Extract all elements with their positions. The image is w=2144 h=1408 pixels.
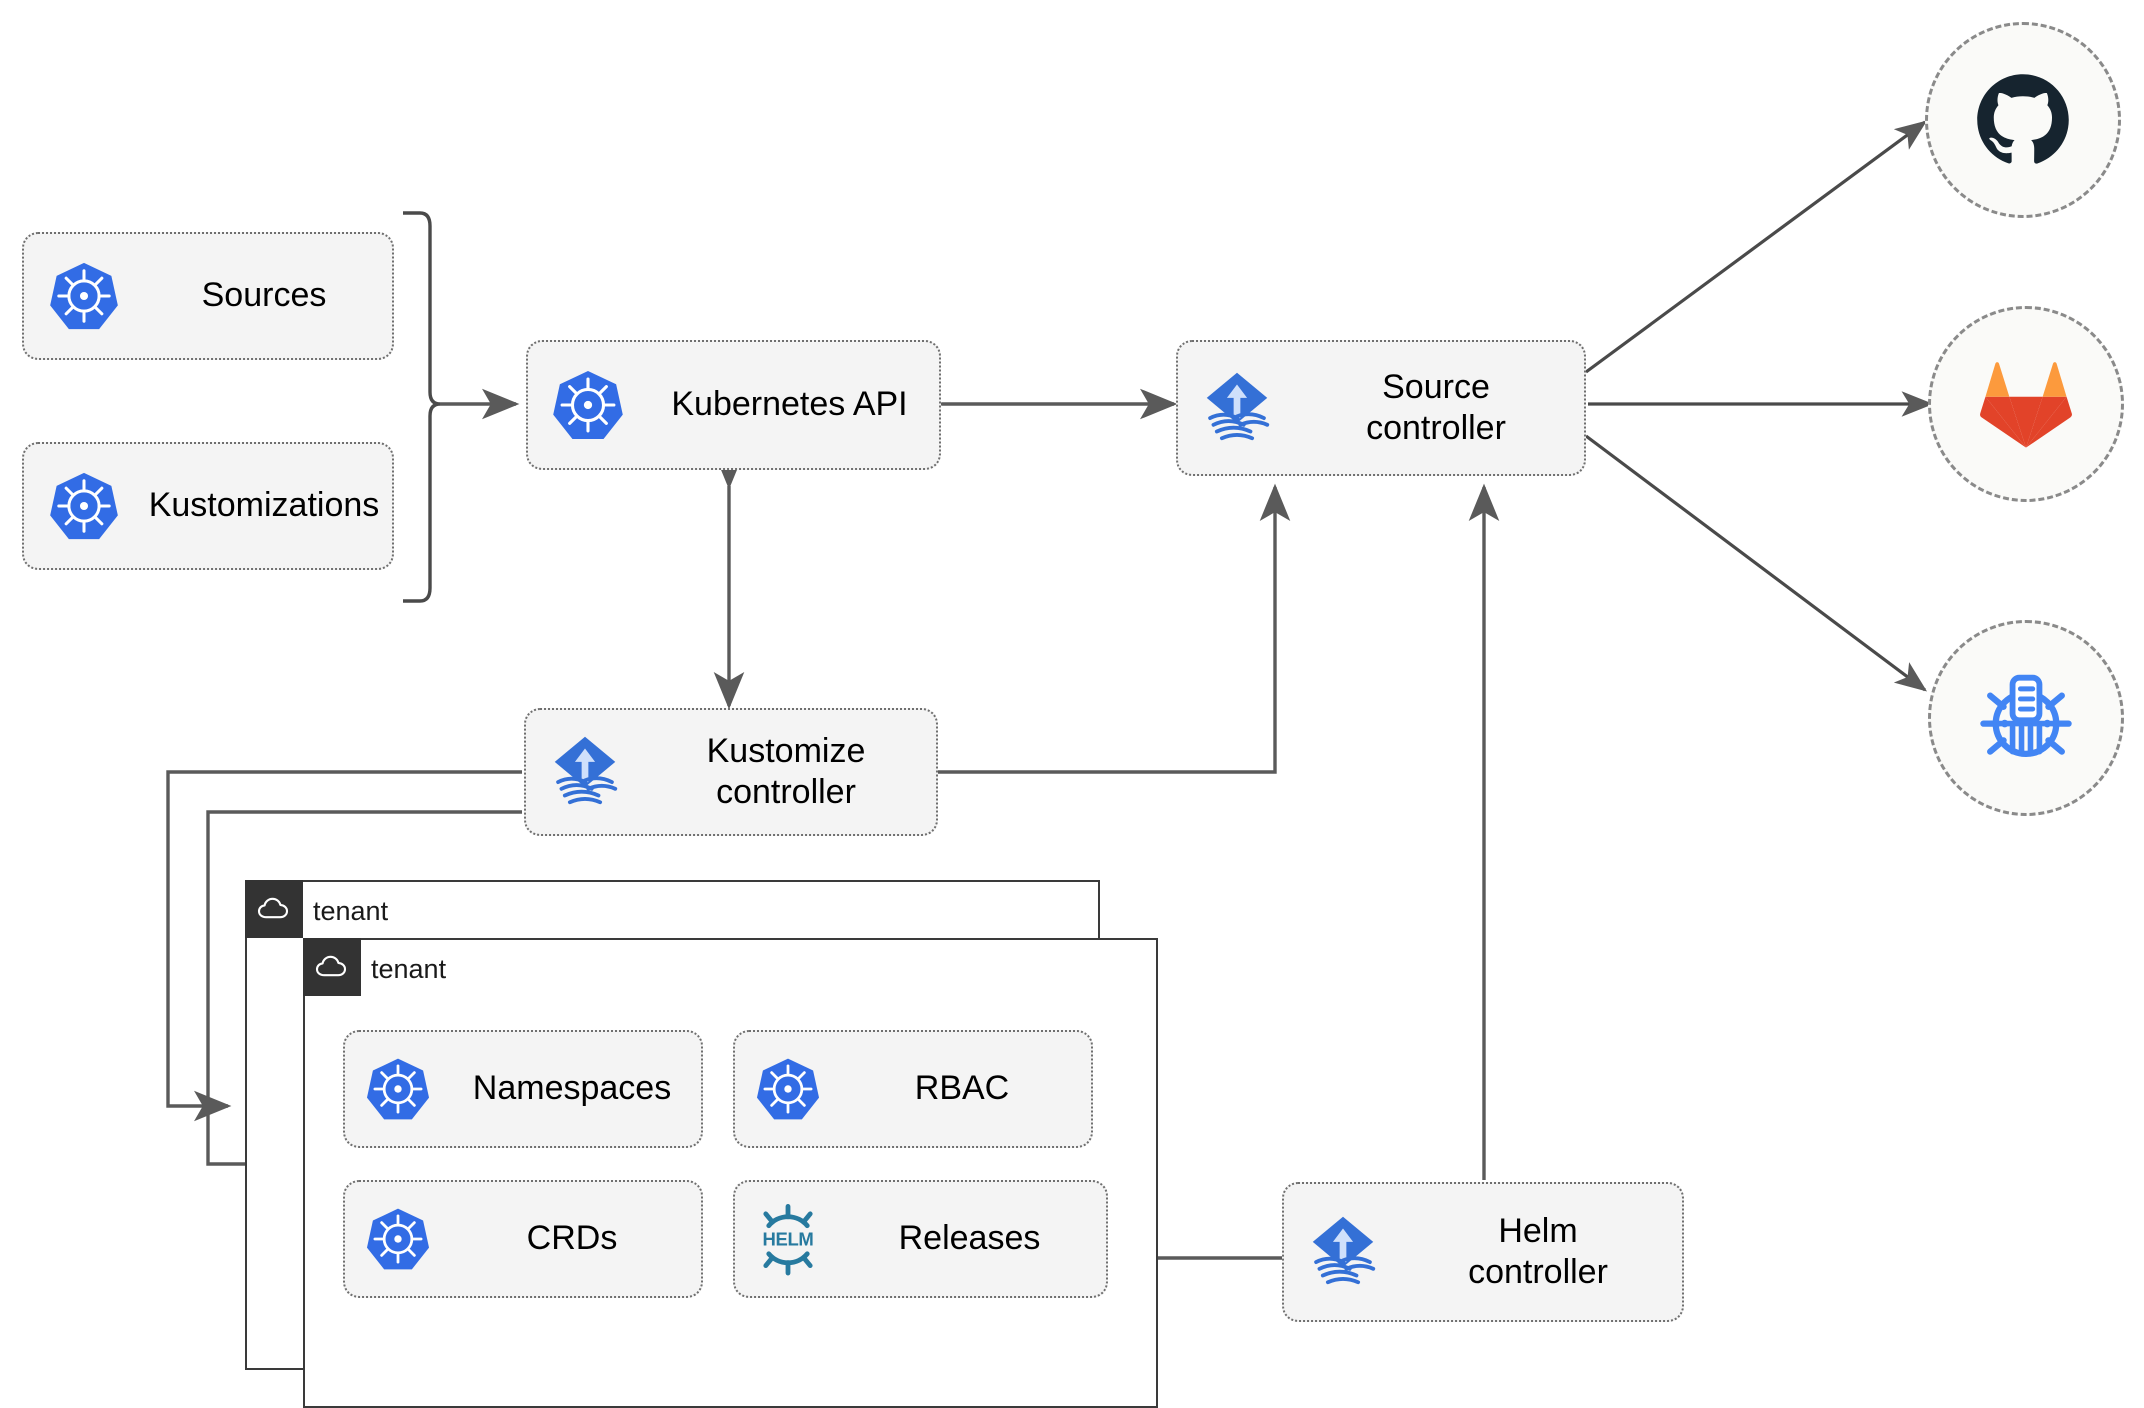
node-label: Kubernetes API bbox=[671, 385, 908, 424]
cloud-icon bbox=[302, 937, 361, 996]
edge-kustomize-to-source-controller bbox=[936, 483, 1291, 774]
node-kustomize-controller[interactable]: Kustomize controller bbox=[524, 708, 938, 836]
flux-icon bbox=[1284, 1210, 1402, 1294]
node-releases[interactable]: HELM Releases bbox=[733, 1180, 1108, 1298]
node-label: RBAC bbox=[914, 1069, 1010, 1108]
kubernetes-icon bbox=[735, 1056, 841, 1122]
kubernetes-icon bbox=[24, 470, 144, 542]
node-label: CRDs bbox=[526, 1219, 618, 1258]
node-namespaces[interactable]: Namespaces bbox=[343, 1030, 703, 1148]
kubernetes-icon bbox=[345, 1056, 451, 1122]
svg-text:HELM: HELM bbox=[763, 1229, 814, 1250]
oci-registry-icon bbox=[1980, 674, 2072, 757]
node-kustomizations[interactable]: Kustomizations bbox=[22, 442, 394, 570]
helm-icon: HELM bbox=[735, 1202, 841, 1276]
node-label: Namespaces bbox=[472, 1069, 672, 1108]
node-kubernetes-api[interactable]: Kubernetes API bbox=[526, 340, 941, 470]
node-rbac[interactable]: RBAC bbox=[733, 1030, 1093, 1148]
node-source-controller[interactable]: Source controller bbox=[1176, 340, 1586, 476]
kubernetes-icon bbox=[24, 260, 144, 332]
node-crds[interactable]: CRDs bbox=[343, 1180, 703, 1298]
edge-source-controller-to-oci bbox=[1585, 434, 1928, 692]
node-label: Source controller bbox=[1366, 367, 1506, 447]
node-label: Kustomize controller bbox=[706, 731, 866, 811]
node-label: Sources bbox=[201, 276, 327, 315]
provider-oci-registry[interactable] bbox=[1928, 620, 2124, 816]
node-label: Kustomizations bbox=[148, 486, 380, 525]
tenant-label-outer: tenant bbox=[313, 896, 389, 926]
tenant-window-inner[interactable]: tenant bbox=[302, 937, 1158, 1408]
node-sources[interactable]: Sources bbox=[22, 232, 394, 360]
provider-github[interactable] bbox=[1925, 22, 2121, 218]
edge-source-controller-to-github bbox=[1585, 120, 1928, 374]
flux-icon bbox=[1178, 366, 1296, 450]
kubernetes-icon bbox=[528, 368, 648, 442]
flux-icon bbox=[526, 730, 644, 814]
bracket-sources-kustomizations bbox=[403, 211, 441, 603]
gitlab-icon bbox=[1980, 362, 2072, 448]
github-icon bbox=[1977, 74, 2069, 164]
cloud-icon bbox=[244, 879, 303, 938]
node-label: Releases bbox=[898, 1219, 1041, 1258]
tenant-label-inner: tenant bbox=[371, 954, 447, 984]
edge-kustomize-to-tenant-outer bbox=[166, 770, 522, 1122]
node-label: Helm controller bbox=[1468, 1211, 1608, 1291]
node-helm-controller[interactable]: Helm controller bbox=[1282, 1182, 1684, 1322]
provider-gitlab[interactable] bbox=[1928, 306, 2124, 502]
kubernetes-icon bbox=[345, 1206, 451, 1272]
